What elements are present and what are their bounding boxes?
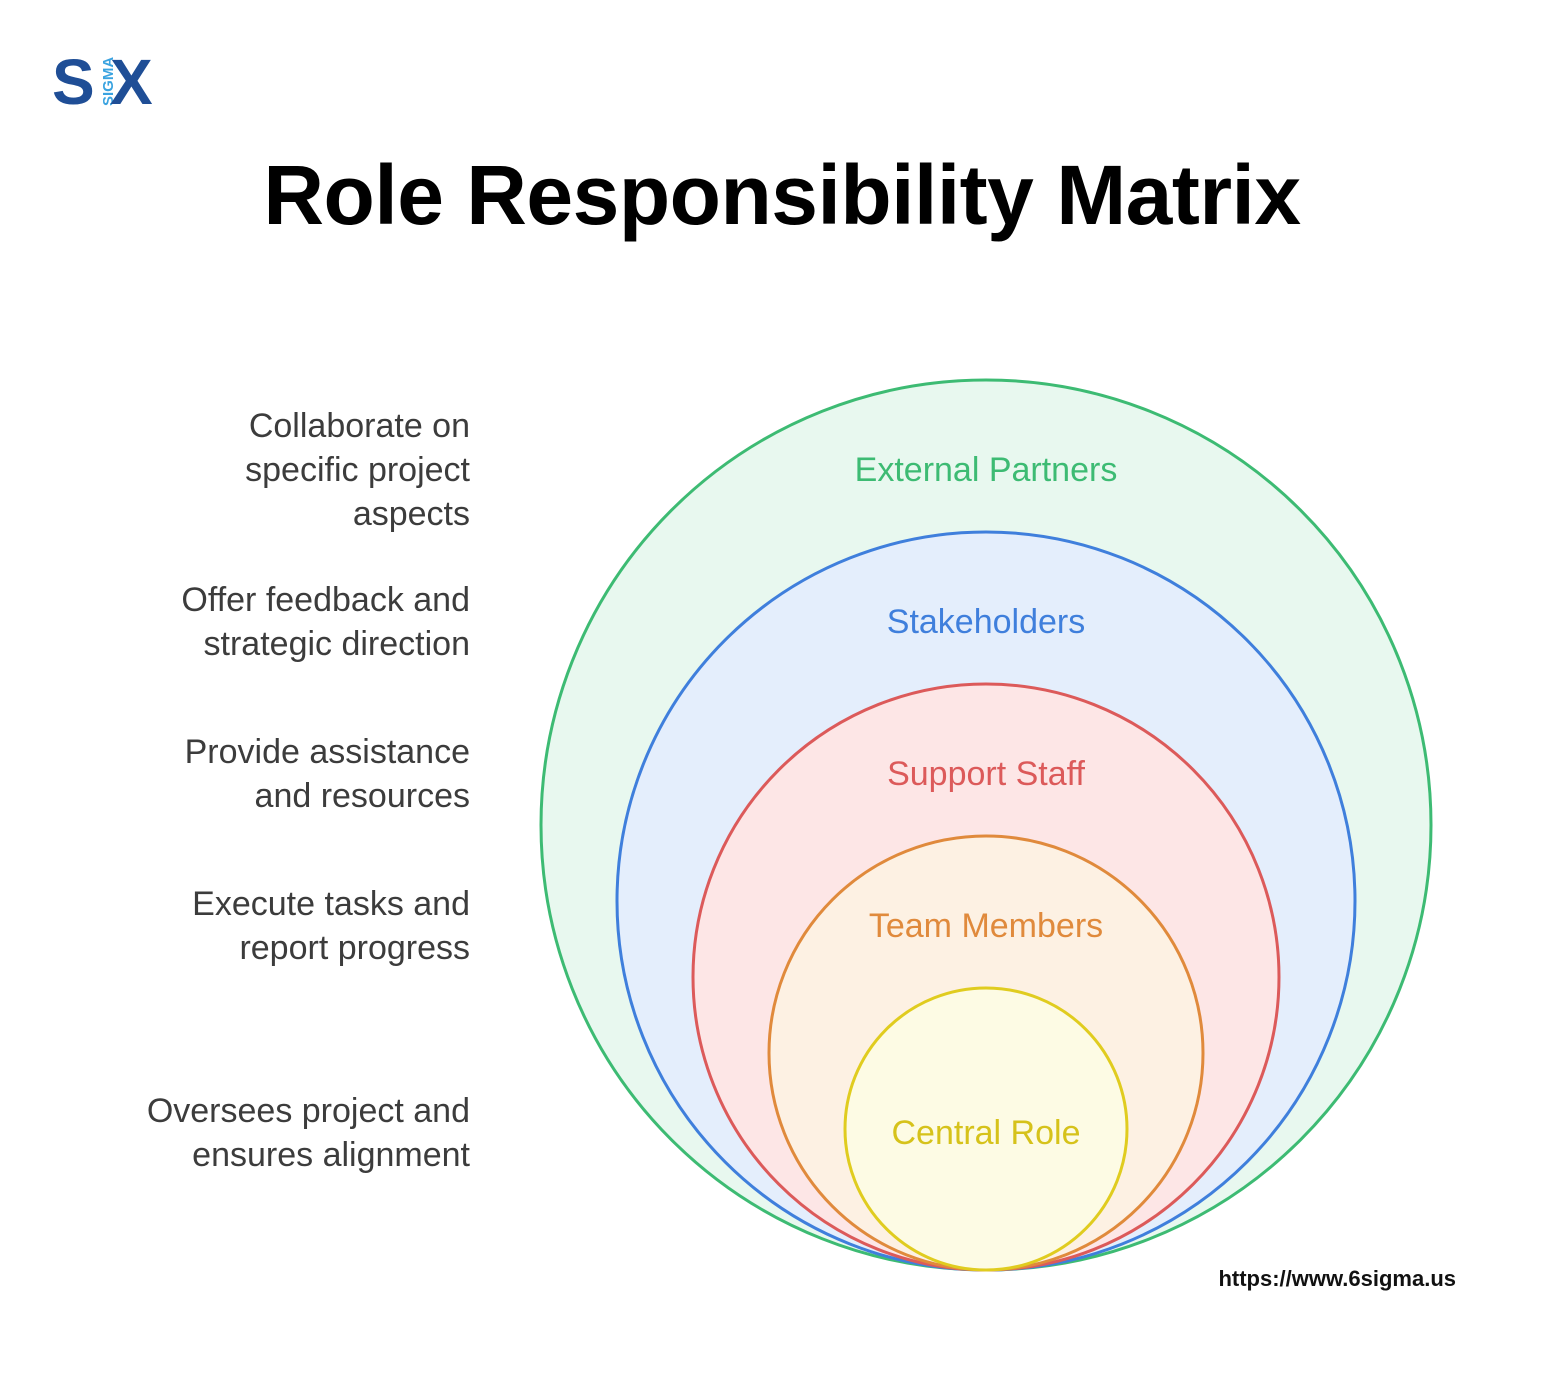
ring-label-support-staff: Support Staff bbox=[887, 755, 1085, 793]
description-line: Provide assistance bbox=[184, 733, 470, 771]
description-line: ensures alignment bbox=[192, 1136, 470, 1174]
logo-letter-s: S bbox=[52, 46, 95, 118]
description-line: Execute tasks and bbox=[192, 885, 470, 923]
description-support-staff: Provide assistance and resources bbox=[90, 730, 470, 818]
ring-label-stakeholders: Stakeholders bbox=[887, 603, 1085, 641]
description-line: Oversees project and bbox=[146, 1092, 470, 1130]
description-line: and resources bbox=[254, 777, 470, 815]
description-line: aspects bbox=[352, 495, 470, 533]
ring-label-team-members: Team Members bbox=[869, 907, 1103, 945]
ring-central-role bbox=[843, 986, 1129, 1272]
description-line: report progress bbox=[239, 929, 470, 967]
page-title: Role Responsibility Matrix bbox=[263, 148, 1301, 242]
description-line: Offer feedback and bbox=[181, 581, 470, 619]
description-external-partners: Collaborate on specific project aspects bbox=[90, 404, 470, 536]
logo-letter-x: X bbox=[110, 46, 153, 118]
logo: S SIGMA X bbox=[52, 46, 172, 118]
description-stakeholders: Offer feedback and strategic direction bbox=[90, 578, 470, 666]
description-line: specific project bbox=[245, 451, 470, 489]
ring-label-external-partners: External Partners bbox=[855, 451, 1118, 489]
description-central-role: Oversees project and ensures alignment bbox=[90, 1089, 470, 1177]
description-team-members: Execute tasks and report progress bbox=[90, 882, 470, 970]
footer-url: https://www.6sigma.us bbox=[1218, 1266, 1456, 1291]
description-line: strategic direction bbox=[203, 625, 470, 663]
ring-label-central-role: Central Role bbox=[892, 1114, 1081, 1152]
description-line: Collaborate on bbox=[248, 407, 470, 445]
